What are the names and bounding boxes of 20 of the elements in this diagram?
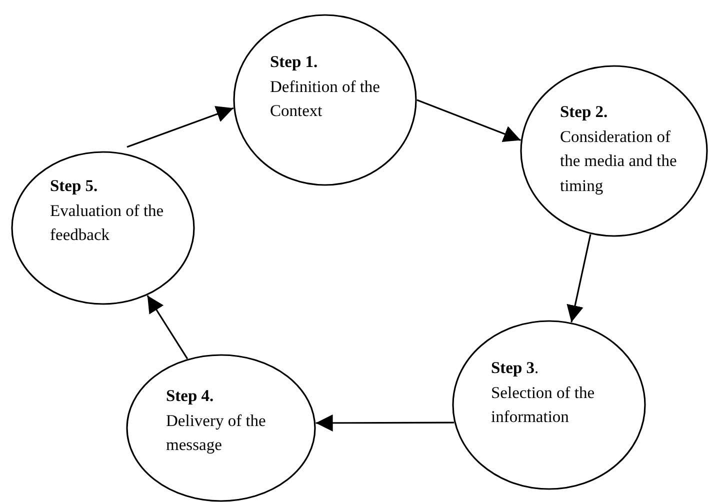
- arrow: [416, 99, 521, 142]
- step-heading: Step 5.: [50, 175, 98, 197]
- step-heading: Step 3.: [491, 357, 539, 379]
- step-description: Delivery of the message: [166, 410, 267, 456]
- arrow: [566, 234, 592, 322]
- step-ellipse: [11, 151, 195, 305]
- step-heading: Step 1.: [270, 51, 318, 73]
- step-ellipse: [520, 65, 708, 237]
- step-ellipse: [126, 354, 316, 502]
- arrow: [316, 414, 454, 432]
- arrow: [126, 106, 234, 148]
- step-heading: Step 4.: [166, 385, 214, 407]
- arrow: [146, 295, 188, 360]
- step-description: Selection of the information: [491, 382, 596, 428]
- step-heading: Step 2.: [560, 101, 608, 123]
- step-description: Definition of the Context: [270, 76, 381, 122]
- step-ellipse: [233, 14, 417, 186]
- step-description: Evaluation of the feedback: [50, 200, 165, 246]
- step-ellipse: [452, 320, 646, 490]
- step-description: Consideration of the media and the timing: [560, 126, 678, 197]
